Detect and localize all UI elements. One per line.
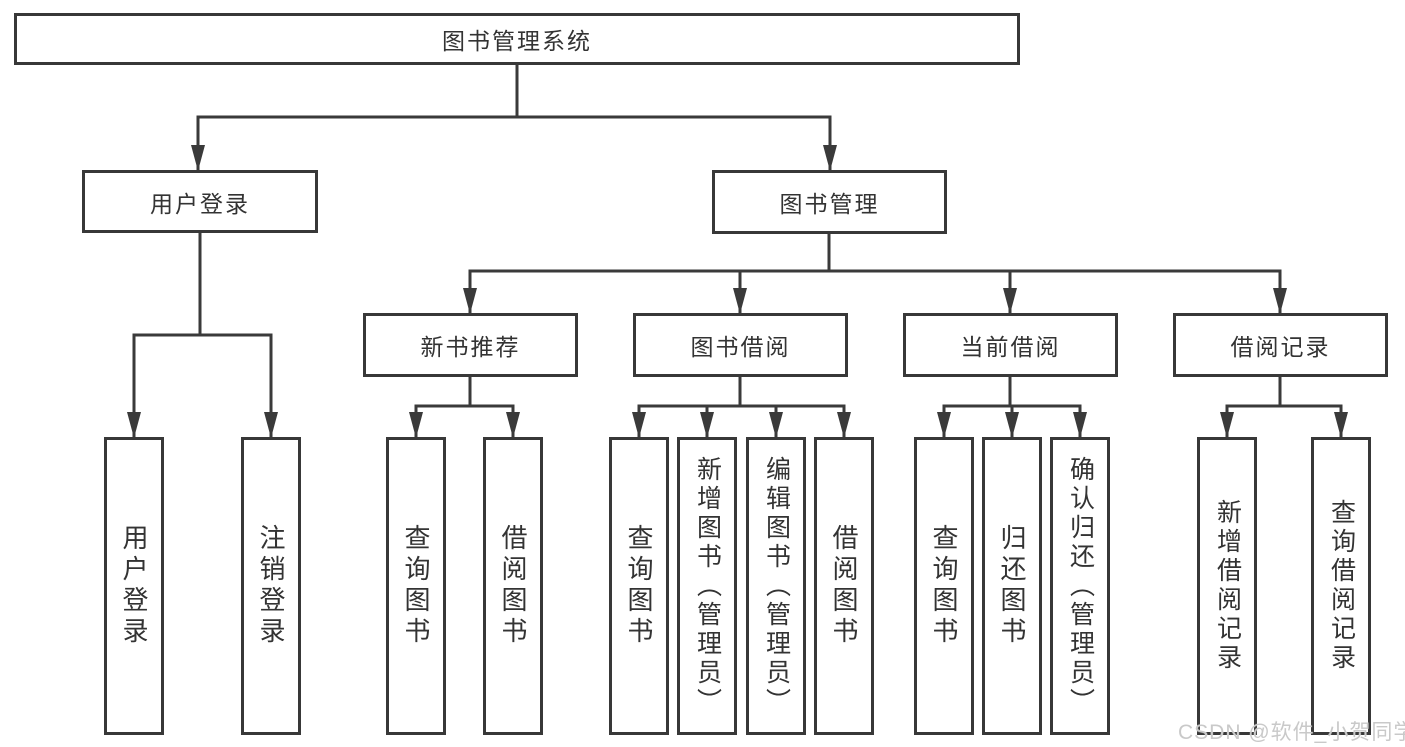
node-label: 图书管理 [779,191,880,217]
node-label: 查询借阅记录 [1327,499,1356,673]
node-label: 借阅记录 [1230,334,1331,360]
node-label: 用户登录 [150,190,250,217]
node-library-management-system: 图书管理系统 [14,13,1020,65]
node-label: 归还图书 [997,524,1027,648]
node-label: 新增借阅记录 [1213,499,1242,673]
node-book-management: 图书管理 [712,170,947,234]
node-label: 新书推荐 [420,334,521,360]
leaf-return-books: 归还图书 [982,437,1042,735]
node-label: 图书借阅 [690,334,791,360]
node-label: 查询图书 [401,524,431,648]
csdn-watermark: CSDN @软件_小贺同学 [1178,721,1405,744]
node-label: 查询图书 [929,524,959,648]
leaf-edit-book-admin: 编辑图书（管理员） [746,437,806,735]
node-label: 确认归还（管理员） [1066,455,1095,717]
node-label: 新增图书（管理员） [693,455,722,717]
leaf-confirm-return-admin: 确认归还（管理员） [1050,437,1110,735]
node-user-login: 用户登录 [82,170,318,233]
node-borrowing-records: 借阅记录 [1173,313,1388,377]
leaf-borrow-books-recommend: 借阅图书 [483,437,543,735]
leaf-user-login: 用户登录 [104,437,164,735]
node-label: 借阅图书 [829,524,859,648]
leaf-borrow-books: 借阅图书 [814,437,874,735]
leaf-query-books-borrowing: 查询图书 [609,437,669,735]
leaf-logout: 注销登录 [241,437,301,735]
node-book-borrowing: 图书借阅 [633,313,848,377]
leaf-query-borrow-record: 查询借阅记录 [1311,437,1371,735]
leaf-query-books-current: 查询图书 [914,437,974,735]
node-label: 注销登录 [256,524,286,648]
node-label: 编辑图书（管理员） [762,455,791,717]
node-label: 图书管理系统 [442,28,592,54]
node-label: 用户登录 [119,524,149,648]
leaf-query-books-recommend: 查询图书 [386,437,446,735]
node-current-borrowing: 当前借阅 [903,313,1118,377]
node-label: 借阅图书 [498,524,528,648]
node-new-book-recommendation: 新书推荐 [363,313,578,377]
leaf-add-book-admin: 新增图书（管理员） [677,437,737,735]
node-label: 当前借阅 [960,334,1061,360]
node-label: 查询图书 [624,524,654,648]
leaf-add-borrow-record: 新增借阅记录 [1197,437,1257,735]
